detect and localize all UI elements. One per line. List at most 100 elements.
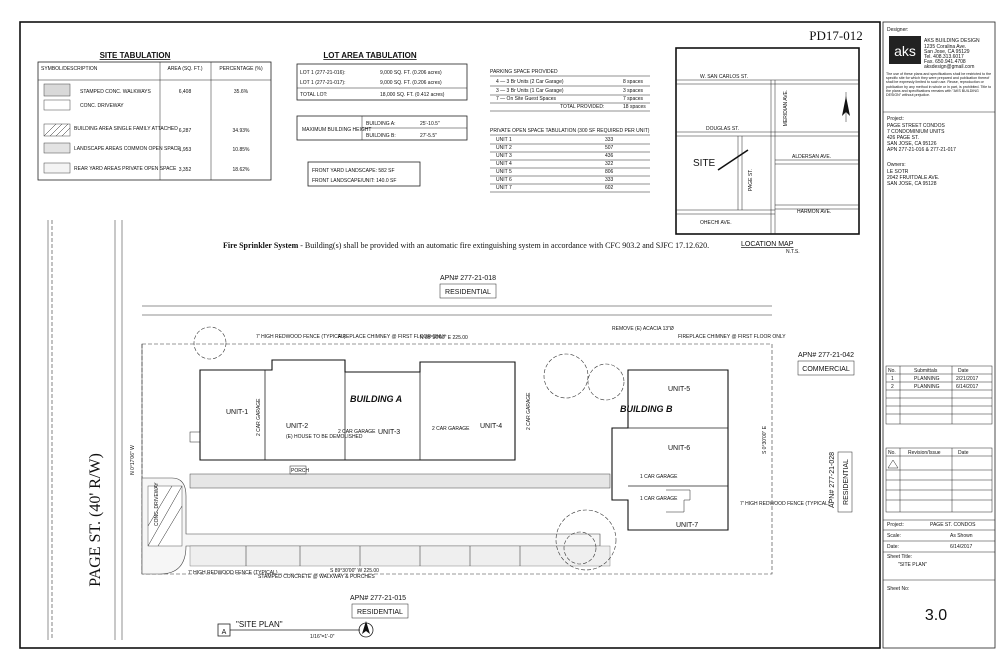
bearing-bottom: S 89°30'00" W 225.00 [330, 568, 379, 574]
landscape-symbol [43, 142, 71, 154]
site-tab-row-4-desc: LANDSCAPE AREAS COMMON OPEN SPACE [74, 146, 181, 152]
lot-row-2-value: 9,000 SQ. FT. (0.206 acres) [380, 80, 442, 86]
unit-7-garage: 1 CAR GARAGE [640, 496, 678, 502]
map-street-harmon: HARMON AVE. [797, 209, 831, 215]
title-block: Designer: aks AKS BUILDING DESIGN 1235 C… [883, 27, 995, 624]
walkway-symbol [43, 83, 71, 97]
site-tab-header-desc: SYMBOL/DESCRIPTION [41, 66, 98, 72]
project-line-1: PAGE STREET CONDOS [887, 123, 946, 129]
sheet-title: "SITE PLAN" [898, 562, 927, 568]
pos-unit-4: UNIT 4 [496, 161, 512, 167]
pos-unit-5: UNIT 5 [496, 169, 512, 175]
pos-value-6: 333 [605, 177, 614, 183]
map-street-meridian: MERIDIAN AVE. [783, 90, 789, 127]
stamped-concrete-note: STAMPED CONCRETE @ WALKWAY & PORCHES [258, 574, 375, 580]
project-label: Project: [887, 116, 904, 122]
height-b-label: BUILDING B: [366, 133, 396, 139]
pos-value-7: 602 [605, 185, 614, 191]
pos-unit-7: UNIT 7 [496, 185, 512, 191]
submittal-1-name: PLANNING [914, 376, 940, 382]
sheet-title-label: Sheet Title: [887, 554, 912, 560]
site-tab-row-4-area: 1,953 [179, 147, 192, 153]
tree-icon [193, 326, 227, 360]
parking-title: PARKING SPACE PROVIDED [490, 69, 558, 75]
pos-unit-1: UNIT 1 [496, 137, 512, 143]
location-map-nts: N.T.S. [786, 249, 800, 255]
parking-total-value: 18 spaces [623, 104, 646, 110]
unit-6-garage: 1 CAR GARAGE [640, 474, 678, 480]
lot-area-tabulation: LOT AREA TABULATION LOT 1 (277-21-016): … [296, 51, 468, 187]
callout-scale: 1/16"=1'-0" [310, 634, 335, 640]
bearing-left: N 0°17'06" W [130, 445, 136, 475]
site-tab-row-1-desc: STAMPED CONC. WALKWAYS [80, 89, 152, 95]
pos-unit-3: UNIT 3 [496, 153, 512, 159]
parking-row-2-label: 3 — 3 Br Units (1 Car Garage) [496, 88, 564, 94]
north-arrow-icon [842, 92, 850, 122]
project-line-5: APN 277-21-016 & 277-21-017 [887, 147, 956, 153]
private-open-space-table: PRIVATE OPEN SPACE TABULATION (300 SF RE… [490, 128, 650, 193]
tree-icon [563, 531, 597, 565]
revision-header-name: Revision/Issue [908, 450, 941, 456]
title-block-frame [882, 21, 996, 649]
building-b-label: BUILDING B [620, 404, 673, 414]
driveway-symbol [43, 99, 71, 111]
submittal-1-date: 2/21/2017 [956, 376, 978, 382]
apn-top-use: RESIDENTIAL [445, 289, 491, 296]
north-arrow-icon [358, 621, 374, 638]
pos-value-1: 333 [605, 137, 614, 143]
project-line-3: 426 PAGE ST. [887, 135, 919, 141]
street-label: PAGE ST. (40' R/W) [87, 453, 104, 587]
callout-title: "SITE PLAN" [236, 620, 283, 629]
fence-note-right: 7' HIGH REDWOOD FENCE (TYPICAL) [740, 501, 830, 507]
lot-area-title: LOT AREA TABULATION [323, 51, 417, 60]
remove-tree-note: REMOVE (E) ACACIA 13"Ø [612, 326, 674, 332]
sheet-border [19, 21, 881, 649]
front-landscape-unit: FRONT LANDSCAPE/UNIT: 140.0 SF [312, 178, 396, 184]
disclaimer-text: The use of these plans and specification… [886, 72, 992, 98]
aks-logo [889, 36, 921, 64]
firm-line-5: aksdesign@gmail.com [924, 64, 974, 70]
callout-letter: A [222, 629, 227, 636]
porch-label: PORCH [291, 468, 309, 474]
map-street-page: PAGE ST. [748, 169, 754, 191]
unit-3-garage: 2 CAR GARAGE [338, 429, 376, 435]
height-a-label: BUILDING A: [366, 121, 395, 127]
unit-4-label: UNIT-4 [480, 423, 502, 430]
site-tabulation: SITE TABULATION SYMBOL/DESCRIPTION AREA … [37, 51, 272, 181]
revision-header-date: Date [958, 450, 969, 456]
map-street-san-carlos: W. SAN CARLOS ST. [700, 74, 748, 80]
bearing-top: N 89°30'00" E 225.00 [420, 335, 468, 341]
map-street-aldersan: ALDERSAN AVE. [792, 154, 831, 160]
site-tab-row-4-pct: 10.85% [233, 147, 251, 153]
pos-value-5: 806 [605, 169, 614, 175]
max-height-label: MAXIMUM BUILDING HEIGHT [302, 127, 371, 133]
height-a-value: 25'-10.5" [420, 121, 440, 127]
fire-note-lead: Fire Sprinkler System [223, 241, 299, 250]
owners-line-1: LE SOTR [887, 169, 909, 175]
info-date-value: 6/14/2017 [950, 544, 972, 550]
owners-label: Owners: [887, 162, 906, 168]
unit-3-label: UNIT-3 [378, 429, 400, 436]
info-project-label: Project: [887, 522, 904, 528]
walkway-band [189, 473, 611, 489]
project-line-4: SAN JOSE, CA 95126 [887, 141, 937, 147]
info-scale-value: As Shown [950, 533, 973, 539]
view-callout: A "SITE PLAN" 1/16"=1'-0" [217, 620, 374, 640]
apn-bottom: APN# 277-21-015 [350, 595, 406, 602]
sheet-number: 3.0 [925, 607, 947, 624]
lot-row-2-label: LOT 1 (277-21-017): [300, 80, 346, 86]
site-tabulation-title: SITE TABULATION [100, 51, 171, 60]
lot-row-3-value: 18,000 SQ. FT. (0.412 acres) [380, 92, 445, 98]
project-number: PD17-012 [809, 28, 862, 43]
unit-5-label: UNIT-5 [668, 386, 690, 393]
owners-line-3: SAN JOSE, CA 95128 [887, 181, 937, 187]
pos-unit-2: UNIT 2 [496, 145, 512, 151]
front-yard-landscape: FRONT YARD LANDSCAPE: 582 SF [312, 168, 395, 174]
designer-label: Designer: [887, 27, 908, 33]
site-tab-row-5-desc: REAR YARD AREAS PRIVATE OPEN SPACE [74, 166, 177, 172]
unit-4-tandem: 2 CAR GARAGE [526, 392, 532, 430]
revision-delta-icon [887, 459, 899, 469]
submittals-header-date: Date [958, 368, 969, 374]
site-tab-row-5-pct: 18.62% [233, 167, 251, 173]
